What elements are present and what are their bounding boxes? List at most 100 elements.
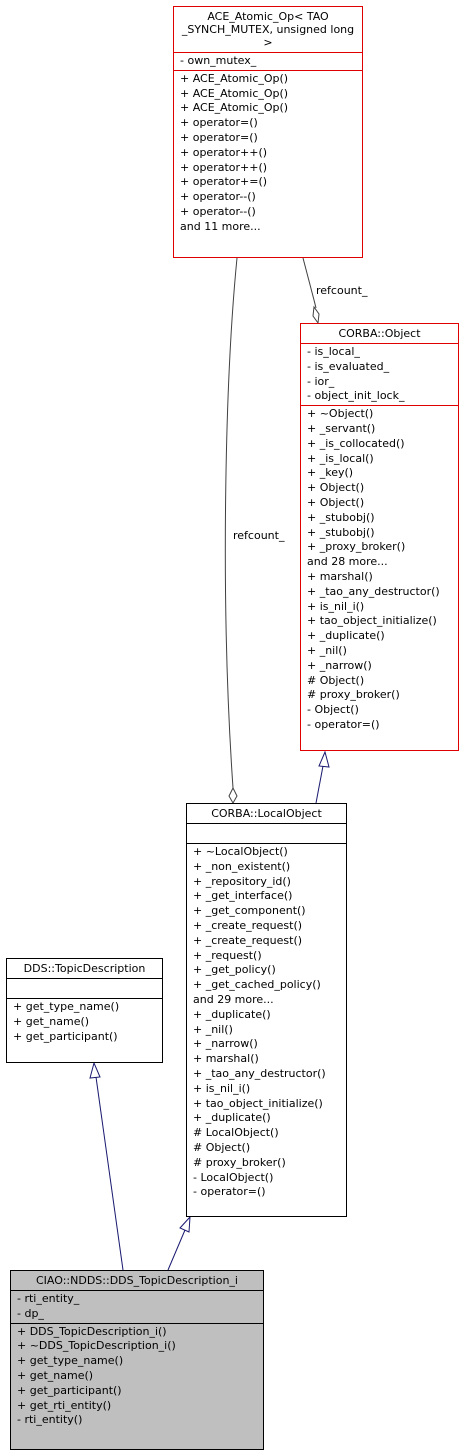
method-row: + _tao_any_destructor() (193, 1066, 326, 1080)
method-row: + ACE_Atomic_Op() (180, 86, 289, 100)
method-row: + _proxy_broker() (307, 540, 406, 554)
method-row: + ACE_Atomic_Op() (180, 71, 289, 85)
edge-localobject-to-object (315, 765, 324, 804)
class-title: CIAO::NDDS::DDS_TopicDescription_i (11, 1271, 263, 1291)
attribute-row: - rti_entity_ (17, 1292, 80, 1305)
method-row: + _is_local() (307, 451, 374, 465)
method-row: + operator=() (180, 130, 258, 144)
attributes-section: - is_local_- is_evaluated_- ior_- object… (301, 344, 458, 405)
method-row: + _get_policy() (193, 963, 276, 977)
method-row: + _get_component() (193, 904, 306, 918)
methods-section: + DDS_TopicDescription_i()+ ~DDS_TopicDe… (11, 1322, 263, 1430)
method-row: and 28 more... (307, 555, 388, 569)
method-row: + operator+=() (180, 175, 268, 189)
attributes-section: - rti_entity_- dp_ (11, 1291, 263, 1323)
method-row: + marshal() (307, 569, 373, 583)
method-row: + marshal() (193, 1052, 259, 1066)
method-row: + get_name() (17, 1368, 94, 1382)
method-row: + _get_interface() (193, 889, 293, 903)
method-row: + _create_request() (193, 933, 303, 947)
method-row: # proxy_broker() (307, 688, 400, 702)
method-row: + _duplicate() (193, 1111, 271, 1125)
method-row: + _duplicate() (307, 629, 385, 643)
method-row: - operator=() (193, 1185, 266, 1199)
method-row: + _request() (193, 948, 262, 962)
attributes-section (187, 824, 346, 843)
method-row: + _narrow() (193, 1037, 258, 1051)
method-row: + _repository_id() (193, 874, 291, 888)
diamond-localobject (228, 786, 238, 805)
method-row: + ~DDS_TopicDescription_i() (17, 1339, 176, 1353)
method-row: + DDS_TopicDescription_i() (17, 1324, 167, 1338)
method-row: + _servant() (307, 421, 376, 435)
class-dds-topicdescription[interactable]: DDS::TopicDescription + get_type_name()+… (6, 958, 163, 1063)
edge-label-refcount-object: refcount_ (316, 284, 368, 297)
method-row: # Object() (193, 1140, 251, 1154)
method-row: + ~LocalObject() (193, 845, 288, 858)
class-ciao-dds-topicdescription-i[interactable]: CIAO::NDDS::DDS_TopicDescription_i - rti… (10, 1270, 264, 1450)
method-row: + is_nil_i() (193, 1081, 251, 1095)
diamond-object (312, 305, 320, 325)
method-row: + _get_cached_policy() (193, 978, 321, 992)
method-row: + _non_existent() (193, 859, 291, 873)
method-row: - Object() (307, 703, 359, 717)
method-row: + is_nil_i() (307, 599, 365, 613)
method-row: + operator++() (180, 160, 268, 174)
method-row: + _stubobj() (307, 510, 375, 524)
method-row: # Object() (307, 673, 365, 687)
class-title: CORBA::LocalObject (187, 804, 346, 824)
method-row: + get_type_name() (17, 1354, 124, 1368)
method-row: + _create_request() (193, 918, 303, 932)
class-title: DDS::TopicDescription (7, 959, 162, 979)
method-row: + operator--() (180, 190, 256, 204)
method-row: + get_name() (13, 1014, 90, 1028)
attribute-row: - object_init_lock_ (307, 389, 405, 403)
methods-section: + ACE_Atomic_Op()+ ACE_Atomic_Op()+ ACE_… (174, 69, 362, 236)
methods-section: + ~LocalObject()+ _non_existent()+ _repo… (187, 843, 346, 1201)
method-row: + get_rti_entity() (17, 1398, 112, 1412)
method-row: - operator=() (307, 717, 380, 731)
method-row: and 29 more... (193, 992, 274, 1006)
method-row: and 11 more... (180, 219, 261, 233)
arrow-object (318, 750, 330, 768)
edge-ciao-to-topicdescription (95, 1076, 124, 1271)
method-row: + ~Object() (307, 407, 374, 421)
attribute-row: - is_local_ (307, 345, 360, 358)
attributes-section: - own_mutex_ (174, 53, 362, 70)
edge-label-refcount-localobject: refcount_ (233, 529, 285, 542)
methods-section: + ~Object()+ _servant()+ _is_collocated(… (301, 405, 458, 734)
method-row: + operator=() (180, 116, 258, 130)
method-row: # LocalObject() (193, 1126, 279, 1140)
attribute-row: - own_mutex_ (180, 54, 257, 67)
method-row: + _stubobj() (307, 525, 375, 539)
method-row: + Object() (307, 481, 365, 495)
attribute-row: - dp_ (17, 1306, 44, 1320)
method-row: + _key() (307, 466, 354, 480)
method-row: + _nil() (193, 1022, 233, 1036)
method-row: + _narrow() (307, 658, 372, 672)
method-row: + _nil() (307, 643, 347, 657)
method-row: - rti_entity() (17, 1413, 83, 1427)
method-row: + _duplicate() (193, 1007, 271, 1021)
method-row: + get_participant() (17, 1383, 122, 1397)
edge-ace-to-localobject (224, 257, 238, 789)
method-row: # proxy_broker() (193, 1155, 286, 1169)
method-row: + tao_object_initialize() (307, 614, 437, 628)
method-row: + ACE_Atomic_Op() (180, 101, 289, 115)
method-row: + get_type_name() (13, 1000, 120, 1013)
edge-ace-to-object (302, 257, 315, 301)
method-row: - LocalObject() (193, 1170, 274, 1184)
class-title: CORBA::Object (301, 324, 458, 344)
class-title: ACE_Atomic_Op< TAO _SYNCH_MUTEX, unsigne… (174, 7, 362, 53)
class-corba-object[interactable]: CORBA::Object - is_local_- is_evaluated_… (300, 323, 459, 751)
attribute-row: - ior_ (307, 374, 335, 388)
attributes-section (7, 979, 162, 998)
class-corba-localobject[interactable]: CORBA::LocalObject + ~LocalObject()+ _no… (186, 803, 347, 1217)
method-row: + tao_object_initialize() (193, 1096, 323, 1110)
method-row: + operator--() (180, 204, 256, 218)
arrow-topicdescription (89, 1061, 101, 1079)
class-ace-atomic-op[interactable]: ACE_Atomic_Op< TAO _SYNCH_MUTEX, unsigne… (173, 6, 363, 258)
attribute-row: - is_evaluated_ (307, 359, 390, 373)
method-row: + Object() (307, 495, 365, 509)
